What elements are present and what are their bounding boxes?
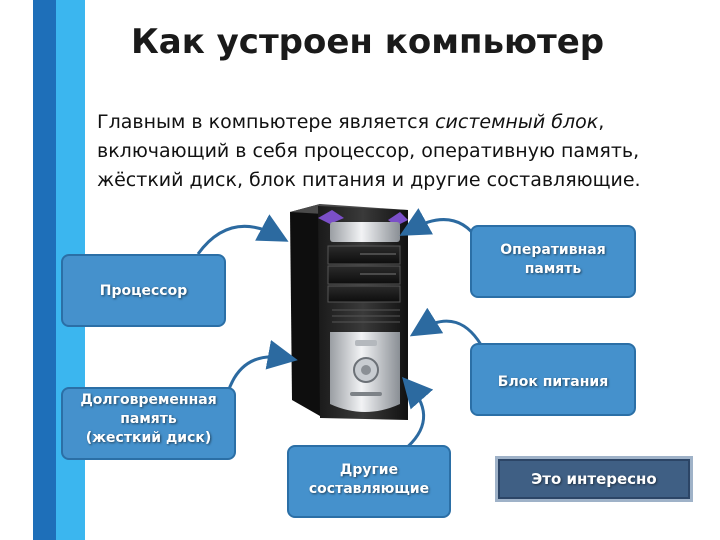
intro-part-2: , включающий в себя процессор, оперативн… (97, 111, 641, 191)
component-other-label-line2: составляющие (308, 481, 430, 497)
component-hdd-label-line1: Долговременная (80, 392, 217, 408)
component-ram-label-line1: Оперативная (500, 242, 606, 258)
intro-part-1: Главным в компьютере является (97, 111, 436, 133)
curved-arrow-icon (196, 214, 289, 255)
intro-emphasis: системный блок (435, 111, 599, 133)
intro-text: Главным в компьютере является системный … (97, 108, 697, 195)
component-hdd: Долговременная память (жесткий диск) (61, 387, 236, 460)
component-psu-label: Блок питания (497, 374, 609, 390)
component-psu: Блок питания (470, 343, 636, 416)
component-hdd-label-line3: (жесткий диск) (85, 430, 212, 446)
interesting-button[interactable]: Это интересно (495, 456, 693, 502)
component-cpu-label: Процессор (99, 283, 188, 299)
component-ram-label-line2: память (524, 261, 582, 277)
curved-arrow-icon (402, 376, 434, 452)
component-hdd-label-line2: память (120, 411, 177, 427)
component-other-label-line1: Другие (339, 462, 399, 478)
decor-stripe-dark (33, 0, 56, 540)
curved-arrow-icon (399, 208, 480, 241)
component-other: Другие составляющие (287, 445, 451, 518)
slide-title: Как устроен компьютер (131, 22, 605, 62)
interesting-button-label: Это интересно (531, 470, 657, 488)
component-cpu: Процессор (61, 254, 226, 327)
component-ram: Оперативная память (470, 225, 636, 298)
curved-arrow-icon (226, 340, 298, 393)
curved-arrow-icon (409, 307, 486, 351)
